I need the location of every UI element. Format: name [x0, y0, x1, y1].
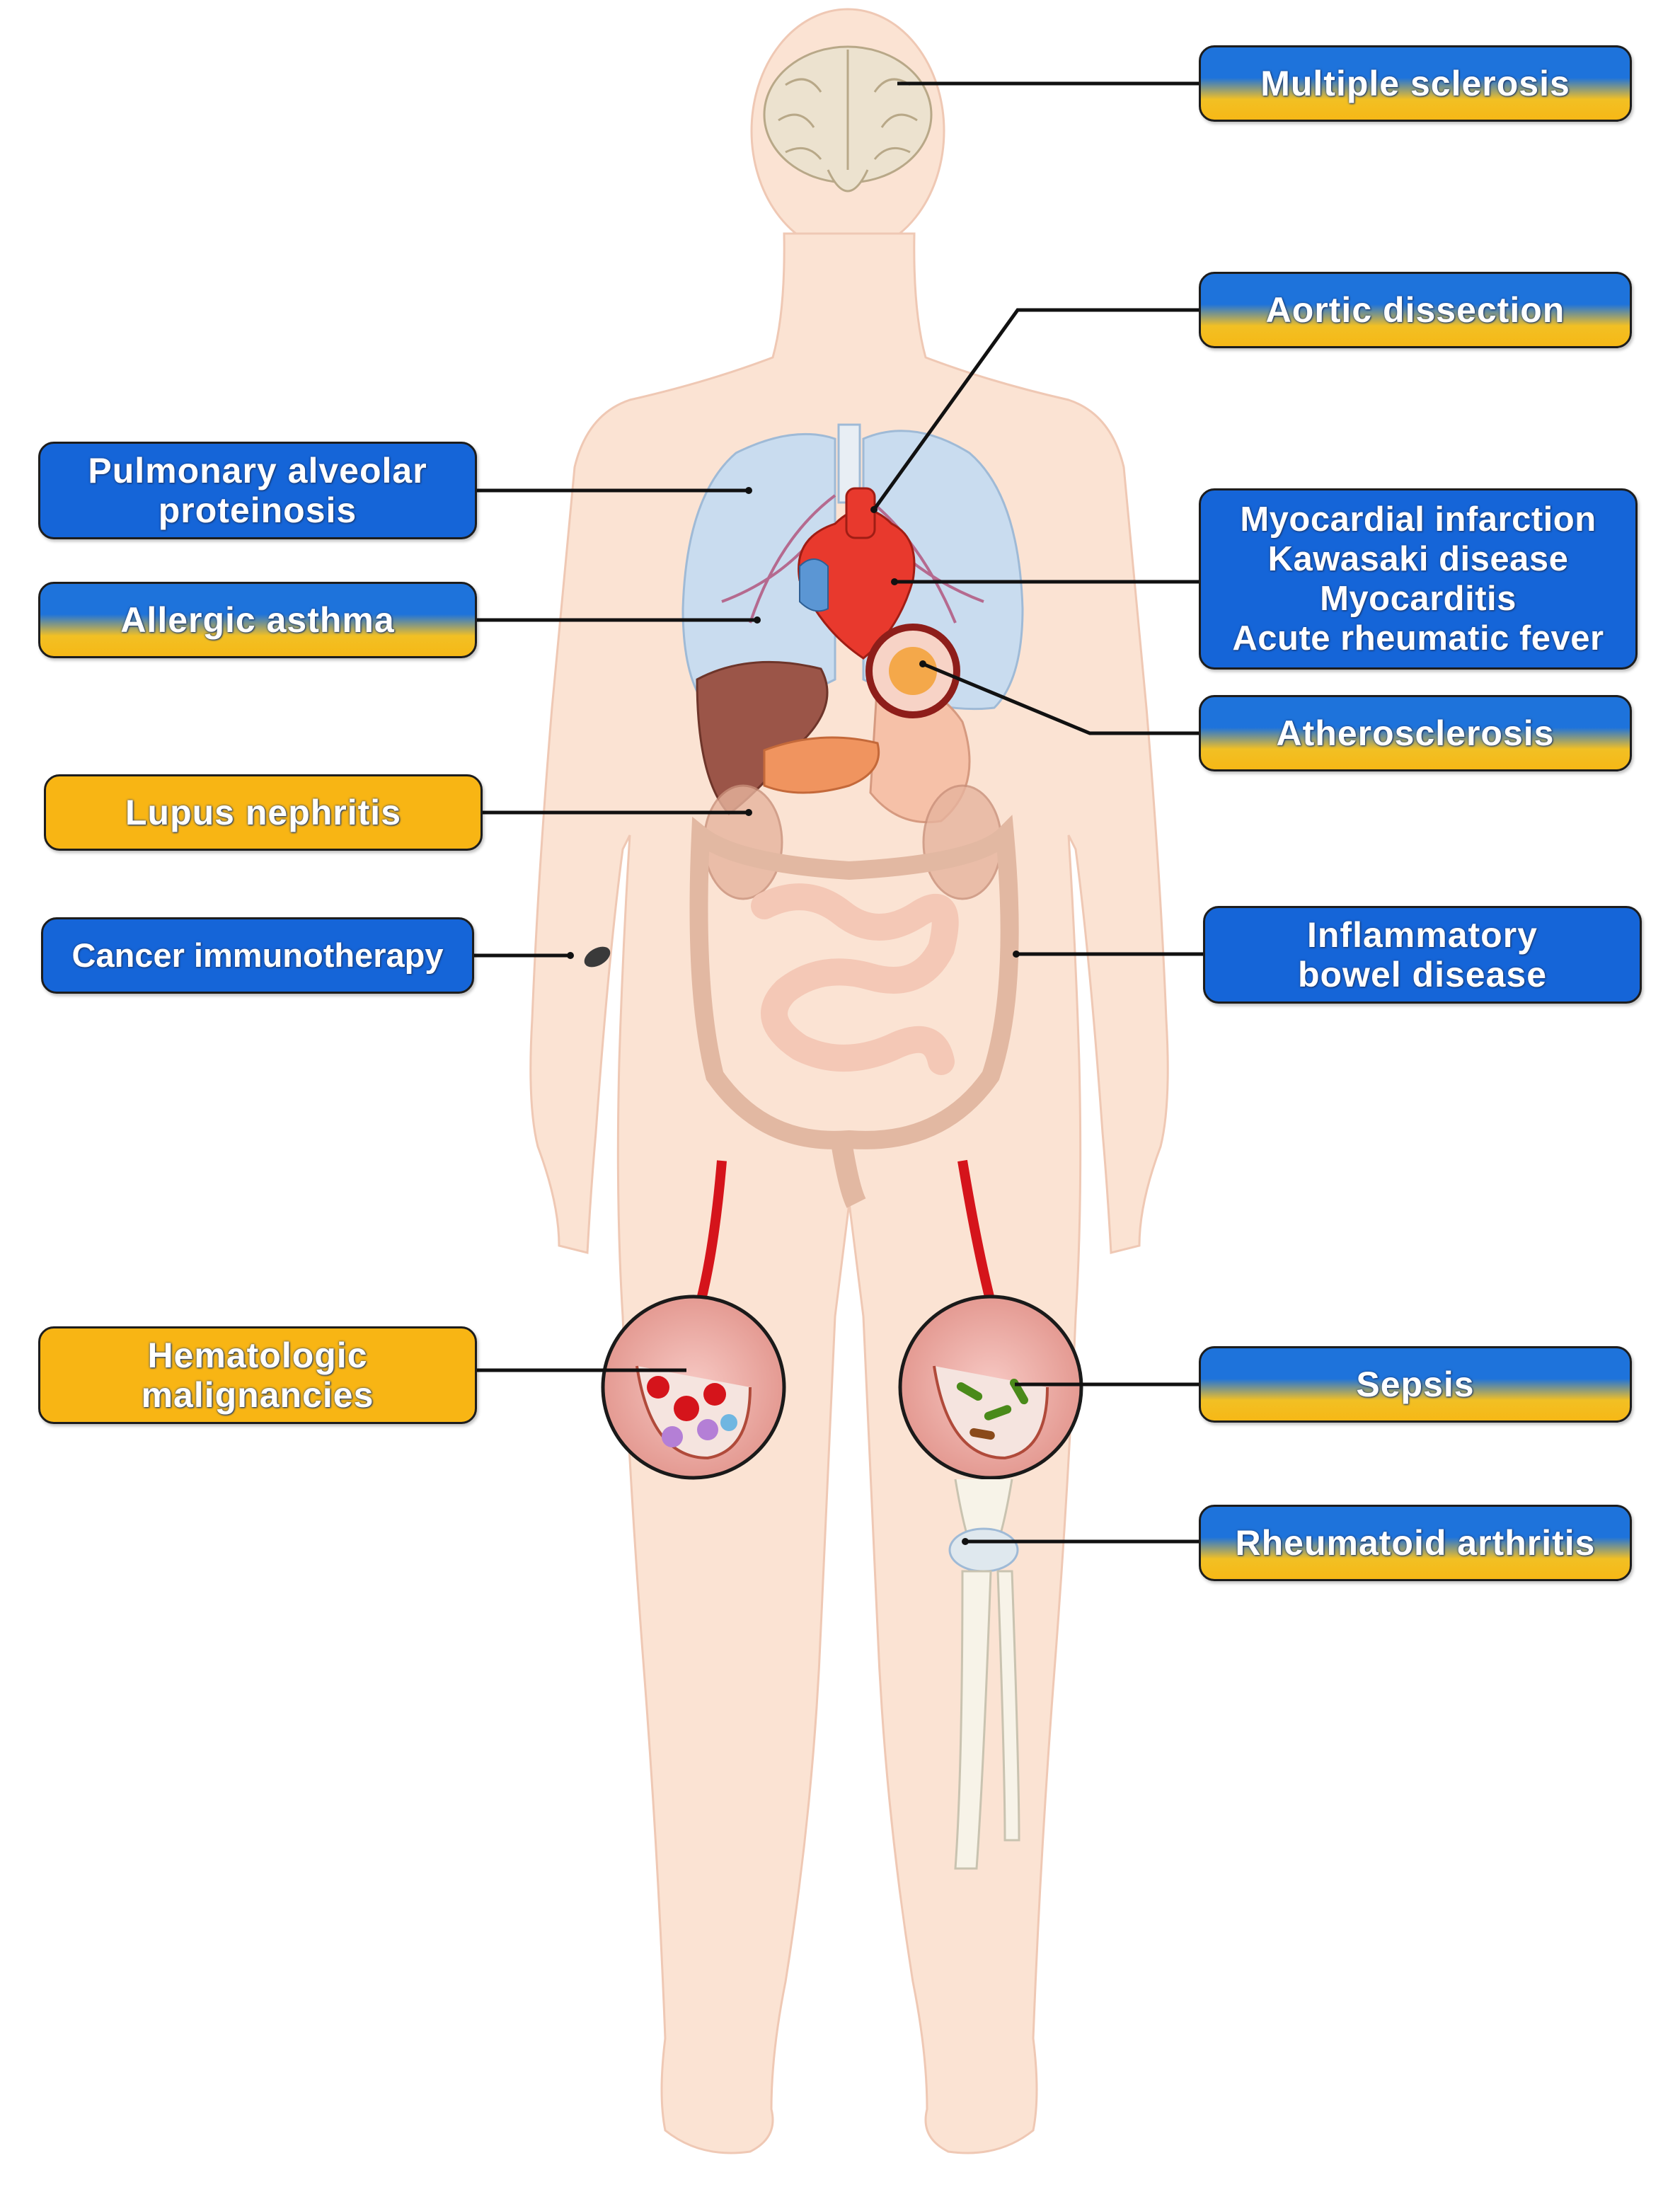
connector-dot-asthma	[754, 616, 761, 624]
connector-dot-pap	[745, 487, 752, 494]
artery-cross-section	[865, 624, 960, 718]
connector-dot-aortic	[870, 506, 878, 513]
label-text: Atherosclerosis	[1276, 713, 1555, 753]
connector-dot-lupus	[745, 809, 752, 816]
label-multiple-sclerosis: Multiple sclerosis	[1199, 45, 1632, 122]
label-text: Aortic dissection	[1265, 290, 1565, 330]
vessel-leads	[696, 1159, 996, 1304]
abdominal-organs	[696, 660, 971, 824]
connector-lines	[474, 81, 1203, 1545]
label-line-2: malignancies	[141, 1375, 374, 1415]
label-cardiac-diseases: Myocardial infarction Kawasaki disease M…	[1199, 488, 1638, 670]
sepsis-inset	[898, 1295, 1083, 1480]
label-line-2: bowel disease	[1297, 955, 1548, 994]
brain-illustration	[763, 45, 933, 193]
knee-joint-illustration	[948, 1479, 1020, 1870]
label-myocardial-infarction: Myocardial infarction	[1240, 500, 1596, 539]
label-aortic-dissection: Aortic dissection	[1199, 272, 1632, 348]
label-text: Rheumatoid arthritis	[1235, 1523, 1596, 1563]
label-text: Lupus nephritis	[125, 793, 401, 832]
label-line-1: Inflammatory	[1307, 915, 1538, 955]
connector-dot-cancer	[567, 952, 574, 959]
label-myocarditis: Myocarditis	[1320, 580, 1517, 618]
label-acute-rheumatic-fever: Acute rheumatic fever	[1232, 619, 1604, 658]
connector-atherosclerosis	[922, 662, 1199, 735]
heart-illustration	[798, 487, 916, 660]
label-text: Multiple sclerosis	[1260, 64, 1570, 103]
label-cancer-immunotherapy: Cancer immunotherapy	[41, 917, 474, 994]
hematologic-inset	[601, 1295, 786, 1480]
label-lupus-nephritis: Lupus nephritis	[44, 774, 483, 851]
label-hematologic-malignancies: Hematologic malignancies	[38, 1326, 477, 1424]
label-allergic-asthma: Allergic asthma	[38, 582, 477, 658]
label-pulmonary-alveolar-proteinosis: Pulmonary alveolar proteinosis	[38, 442, 477, 539]
connector-dot-ibd	[1013, 951, 1020, 958]
body-silhouette	[529, 8, 1169, 2154]
tumor-mark	[584, 946, 611, 968]
label-inflammatory-bowel-disease: Inflammatory bowel disease	[1203, 906, 1642, 1004]
label-line-1: Hematologic	[147, 1336, 368, 1375]
label-line-2: proteinosis	[158, 490, 357, 530]
intestine-illustration	[689, 815, 1019, 1208]
connector-dot-athero	[919, 660, 926, 667]
connector-dot-cardiac	[891, 578, 898, 585]
label-text: Allergic asthma	[120, 600, 395, 640]
label-text: Sepsis	[1356, 1365, 1475, 1404]
label-rheumatoid-arthritis: Rheumatoid arthritis	[1199, 1505, 1632, 1581]
connector-aortic-dissection	[872, 308, 1199, 511]
label-kawasaki-disease: Kawasaki disease	[1267, 540, 1569, 578]
label-sepsis: Sepsis	[1199, 1346, 1632, 1423]
label-line-1: Pulmonary alveolar	[88, 451, 427, 490]
connector-dot-ra	[962, 1538, 969, 1545]
label-atherosclerosis: Atherosclerosis	[1199, 695, 1632, 771]
label-text: Cancer immunotherapy	[71, 936, 444, 974]
